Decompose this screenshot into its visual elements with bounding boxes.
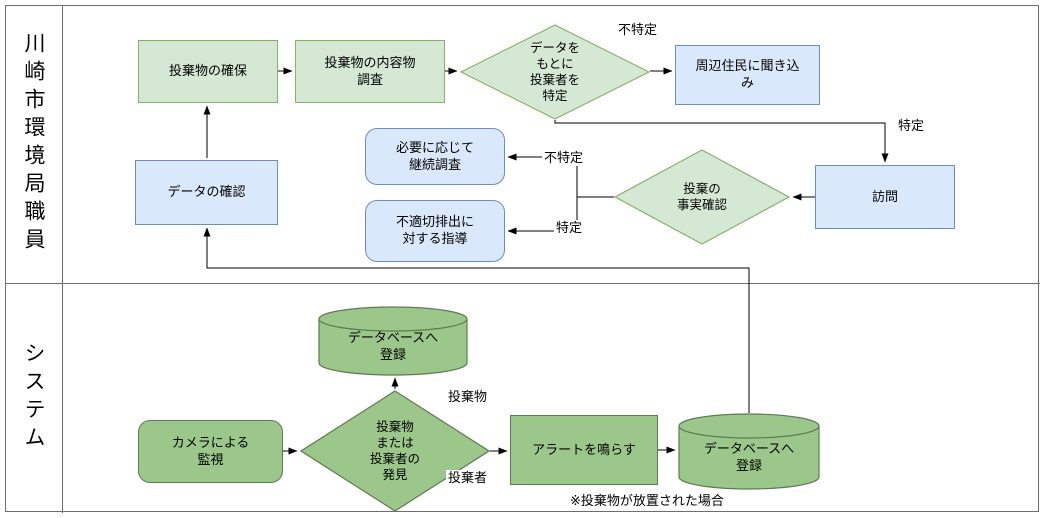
edge-label-identified-mid: 特定 (554, 220, 585, 236)
node-db-register-top-label: データベースへ 登録 (347, 330, 439, 362)
node-sound-alert-label: アラートを鳴らす (532, 441, 636, 457)
node-detect-label: 投棄物 または 投棄者の 発見 (369, 419, 420, 483)
footnote: ※投棄物が放置された場合 (570, 493, 724, 508)
node-identify-from-data: データを もとに 投棄者を 特定 (460, 24, 650, 120)
edge-label-unidentified-mid: 不特定 (542, 150, 586, 166)
node-check-data-label: データの確認 (167, 184, 246, 200)
diamond-shape (614, 149, 790, 245)
node-detect: 投棄物 または 投棄者の 発見 (300, 390, 490, 512)
node-secure-waste-label: 投棄物の確保 (168, 63, 247, 79)
node-check-data: データの確認 (135, 160, 278, 225)
lane-system: システム (5, 283, 62, 513)
node-camera-monitor: カメラによる 監視 (138, 420, 283, 483)
node-interview-residents-label: 周辺住民に聞き込 み (695, 58, 800, 90)
node-inspect-contents-label: 投棄物の内容物 調査 (324, 54, 416, 87)
lane-staff-label: 川崎市環境局職員 (22, 32, 45, 256)
lane-label-column-divider (62, 5, 63, 513)
edge-label-waste-dumper: 投棄者 (446, 470, 490, 486)
node-visit-label: 訪問 (871, 188, 898, 204)
node-guidance: 不適切排出に 対する指導 (365, 200, 505, 262)
node-db-register-top: データベースへ 登録 (318, 306, 468, 376)
node-continue-survey-label: 必要に応じて 継続調査 (395, 139, 474, 172)
node-camera-monitor-label: カメラによる 監視 (171, 434, 250, 467)
edge-label-waste-object: 投棄物 (446, 389, 490, 405)
diamond-shape (300, 390, 490, 512)
node-interview-residents: 周辺住民に聞き込 み (675, 45, 820, 105)
cylinder-shape (678, 413, 820, 490)
node-db-register-bottom: データベースへ 登録 (678, 413, 820, 490)
node-confirm-fact: 投棄の 事実確認 (614, 149, 790, 245)
edge-label-identified-right: 特定 (896, 118, 927, 134)
node-secure-waste: 投棄物の確保 (138, 40, 278, 103)
node-inspect-contents: 投棄物の内容物 調査 (295, 40, 445, 103)
edge-label-unidentified-top: 不特定 (616, 22, 660, 38)
cylinder-shape (318, 306, 468, 376)
node-sound-alert: アラートを鳴らす (510, 415, 658, 485)
diamond-shape (460, 24, 650, 120)
lane-divider (5, 283, 1040, 284)
node-db-register-bottom-label: データベースへ 登録 (703, 440, 795, 473)
node-identify-from-data-label: データを もとに 投棄者を 特定 (529, 40, 580, 104)
lane-system-label: システム (22, 342, 45, 454)
node-continue-survey: 必要に応じて 継続調査 (365, 128, 505, 185)
lane-staff: 川崎市環境局職員 (5, 5, 62, 283)
node-visit: 訪問 (815, 165, 955, 229)
swimlane-frame (5, 5, 1039, 512)
node-confirm-fact-label: 投棄の 事実確認 (676, 181, 727, 212)
node-guidance-label: 不適切排出に 対する指導 (395, 214, 474, 246)
